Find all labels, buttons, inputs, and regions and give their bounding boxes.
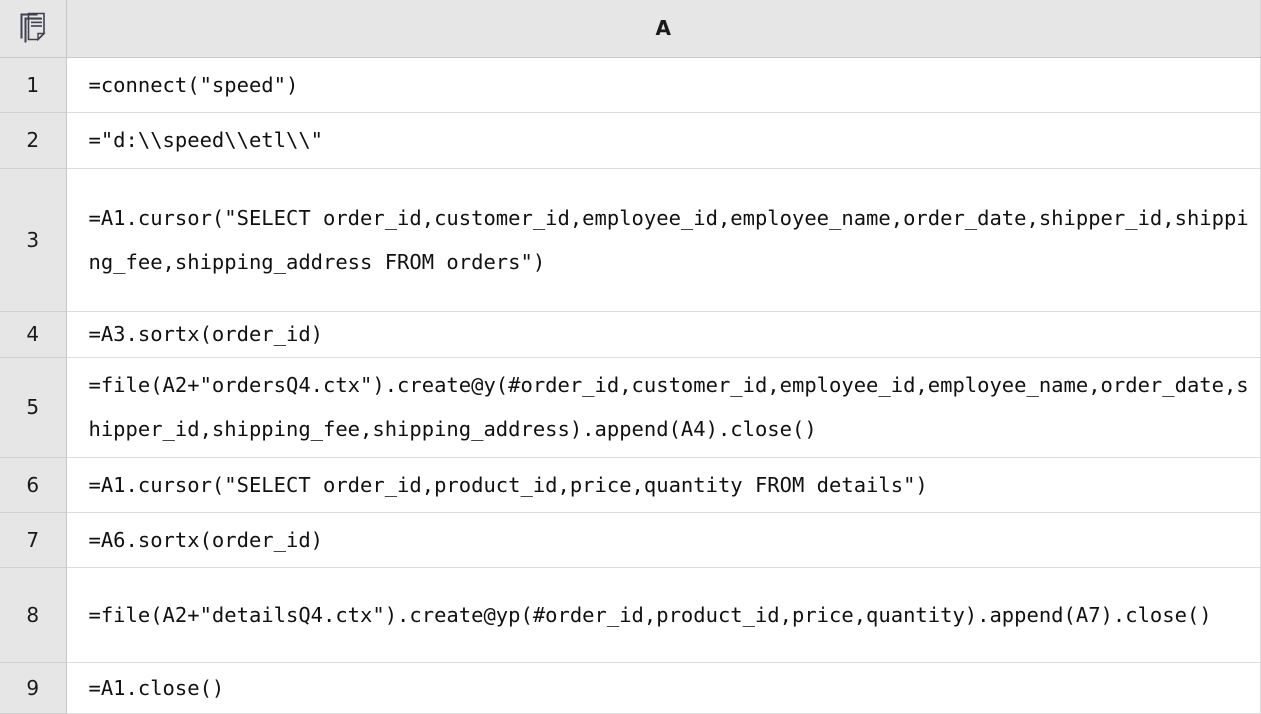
row-header-3[interactable]: 3 bbox=[0, 168, 67, 312]
table-row: 8 =file(A2+"detailsQ4.ctx").create@yp(#o… bbox=[0, 567, 1261, 663]
cell-a3[interactable]: =A1.cursor("SELECT order_id,customer_id,… bbox=[66, 168, 1261, 312]
document-stack-icon bbox=[19, 11, 47, 45]
row-header-5[interactable]: 5 bbox=[0, 357, 67, 458]
grid-header-row: A bbox=[0, 0, 1261, 58]
row-header-7[interactable]: 7 bbox=[0, 512, 67, 568]
table-row: 9 =A1.close() bbox=[0, 662, 1261, 714]
cell-a1[interactable]: =connect("speed") bbox=[66, 57, 1261, 113]
cell-a6[interactable]: =A1.cursor("SELECT order_id,product_id,p… bbox=[66, 457, 1261, 513]
table-row: 3 =A1.cursor("SELECT order_id,customer_i… bbox=[0, 168, 1261, 312]
table-row: 6 =A1.cursor("SELECT order_id,product_id… bbox=[0, 457, 1261, 513]
row-header-6[interactable]: 6 bbox=[0, 457, 67, 513]
row-header-2[interactable]: 2 bbox=[0, 112, 67, 169]
table-row: 1 =connect("speed") bbox=[0, 57, 1261, 113]
table-row: 4 =A3.sortx(order_id) bbox=[0, 311, 1261, 358]
cell-a5[interactable]: =file(A2+"ordersQ4.ctx").create@y(#order… bbox=[66, 357, 1261, 458]
cell-a9[interactable]: =A1.close() bbox=[66, 662, 1261, 714]
table-row: 7 =A6.sortx(order_id) bbox=[0, 512, 1261, 568]
row-header-1[interactable]: 1 bbox=[0, 57, 67, 113]
column-header-a[interactable]: A bbox=[66, 0, 1261, 58]
row-header-4[interactable]: 4 bbox=[0, 311, 67, 358]
row-header-9[interactable]: 9 bbox=[0, 662, 67, 714]
cell-a4[interactable]: =A3.sortx(order_id) bbox=[66, 311, 1261, 358]
table-row: 5 =file(A2+"ordersQ4.ctx").create@y(#ord… bbox=[0, 357, 1261, 458]
cell-a8[interactable]: =file(A2+"detailsQ4.ctx").create@yp(#ord… bbox=[66, 567, 1261, 663]
cell-a2[interactable]: ="d:\\speed\\etl\\" bbox=[66, 112, 1261, 169]
cell-a7[interactable]: =A6.sortx(order_id) bbox=[66, 512, 1261, 568]
grid-body: 1 =connect("speed") 2 ="d:\\speed\\etl\\… bbox=[0, 57, 1261, 714]
table-row: 2 ="d:\\speed\\etl\\" bbox=[0, 112, 1261, 169]
row-header-8[interactable]: 8 bbox=[0, 567, 67, 663]
select-all-corner[interactable] bbox=[0, 0, 67, 58]
